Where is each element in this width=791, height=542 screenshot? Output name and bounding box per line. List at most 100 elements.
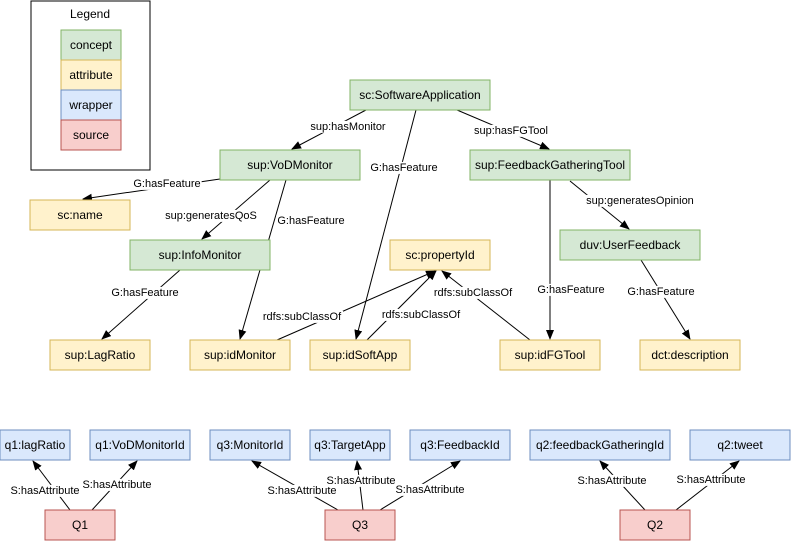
node-box-description (639, 339, 741, 371)
edge-label-q3-to-q3_feedback_id: S:hasAttribute (395, 484, 464, 496)
node-id-fg-tool[interactable]: sup:idFGTool (499, 339, 601, 371)
node-description[interactable]: dct:description (639, 339, 741, 371)
legend-swatch-concept (60, 29, 122, 61)
node-box-vod-monitor (219, 149, 361, 181)
node-label-feedback-tool: sup:FeedbackGatheringTool (475, 158, 625, 172)
legend-title: Legend (70, 7, 110, 21)
edge-label-bg (585, 194, 695, 207)
node-label-property-id: sc:propertyId (405, 248, 474, 262)
node-q2-tweet[interactable]: q2:tweet (689, 429, 791, 461)
node-q1[interactable]: Q1 (44, 509, 116, 541)
node-label-id-fg-tool: sup:idFGTool (515, 348, 586, 362)
edge-software_app-to-id_soft_app (354, 109, 417, 340)
edge-label-bg (164, 209, 258, 222)
edge-label-bg (81, 478, 153, 491)
node-label-q3-monitor-id: q3:MonitorId (217, 438, 284, 452)
node-label-id-monitor: sup:idMonitor (204, 348, 276, 362)
node-box-info-monitor (129, 239, 271, 271)
edge-label-vod_monitor-to-info_monitor: sup:generatesQoS (165, 210, 257, 222)
legend-label-source: source (73, 128, 109, 142)
node-label-q3-feedback-id: q3:FeedbackId (420, 438, 499, 452)
legend: Legend concept attribute wrapper source (30, 0, 151, 171)
node-box-q2 (619, 509, 691, 541)
edge-label-bg (626, 285, 696, 298)
edge-label-q3-to-q3_monitor_id: S:hasAttribute (267, 485, 336, 497)
edge-label-feedback_tool-to-id_fg_tool: G:hasFeature (537, 284, 604, 296)
node-label-q3-target-app: q3:TargetApp (314, 438, 386, 452)
node-info-monitor[interactable]: sup:InfoMonitor (129, 239, 271, 271)
node-vod-monitor[interactable]: sup:VoDMonitor (219, 149, 361, 181)
node-id-monitor[interactable]: sup:idMonitor (189, 339, 291, 371)
node-q1-lag-ratio[interactable]: q1:lagRatio (0, 429, 71, 461)
edge-label-bg (9, 484, 81, 497)
node-q3-target-app[interactable]: q3:TargetApp (309, 429, 391, 461)
node-feedback-tool[interactable]: sup:FeedbackGatheringTool (469, 149, 631, 181)
edge-label-user_feedback-to-description: G:hasFeature (627, 286, 694, 298)
node-software-app[interactable]: sc:SoftwareApplication (349, 79, 491, 111)
node-box-q3-target-app (309, 429, 391, 461)
node-label-lag-ratio: sup:LagRatio (65, 348, 136, 362)
node-box-q1 (44, 509, 116, 541)
node-box-feedback-tool (469, 149, 631, 181)
node-q2[interactable]: Q2 (619, 509, 691, 541)
edge-id_monitor-to-property_id (276, 270, 436, 341)
node-box-software-app (349, 79, 491, 111)
edge-label-bg (675, 473, 747, 486)
node-user-feedback[interactable]: duv:UserFeedback (559, 229, 701, 261)
node-lag-ratio[interactable]: sup:LagRatio (49, 339, 151, 371)
edges-layer (32, 109, 740, 511)
edge-label-vod_monitor-to-name: G:hasFeature (133, 178, 200, 190)
edge-label-bg (266, 484, 338, 497)
edge-label-feedback_tool-to-user_feedback: sup:generatesOpinion (586, 195, 694, 207)
node-property-id[interactable]: sc:propertyId (389, 239, 491, 271)
edge-label-bg (432, 286, 515, 299)
edge-label-q1-to-q1_vod_monitor_id: S:hasAttribute (82, 479, 151, 491)
edge-label-bg (309, 120, 387, 133)
node-label-name: sc:name (57, 208, 103, 222)
edge-label-bg (132, 177, 202, 190)
node-label-q1: Q1 (72, 518, 88, 532)
node-id-soft-app[interactable]: sup:idSoftApp (309, 339, 411, 371)
node-box-id-monitor (189, 339, 291, 371)
node-q1-vod-monitor-id[interactable]: q1:VoDMonitorId (89, 429, 191, 461)
node-box-user-feedback (559, 229, 701, 261)
legend-swatch-wrapper (60, 89, 122, 121)
edge-label-bg (473, 124, 549, 137)
node-label-description: dct:description (651, 348, 728, 362)
legend-item-concept: concept (60, 29, 122, 61)
node-box-q3-monitor-id (209, 429, 291, 461)
edge-label-q1-to-q1_lag_ratio: S:hasAttribute (10, 485, 79, 497)
edge-label-software_app-to-vod_monitor: sup:hasMonitor (310, 121, 386, 133)
node-box-q1-lag-ratio (0, 429, 71, 461)
node-label-q2-feedback-gathering-id: q2:feedbackGatheringId (536, 438, 664, 452)
node-box-property-id (389, 239, 491, 271)
edge-label-info_monitor-to-lag_ratio: G:hasFeature (111, 287, 178, 299)
node-box-q2-feedback-gathering-id (529, 429, 671, 461)
edge-id_fg_tool-to-property_id (441, 270, 531, 341)
node-box-id-soft-app (309, 339, 411, 371)
legend-items: concept attribute wrapper source (60, 29, 122, 151)
edge-label-vod_monitor-to-id_monitor: G:hasFeature (277, 215, 344, 227)
node-q3-monitor-id[interactable]: q3:MonitorId (209, 429, 291, 461)
node-q2-feedback-gathering-id[interactable]: q2:feedbackGatheringId (529, 429, 671, 461)
edge-label-bg (369, 161, 439, 174)
edge-label-bg (261, 310, 344, 323)
node-q3-feedback-id[interactable]: q3:FeedbackId (409, 429, 511, 461)
node-label-q1-vod-monitor-id: q1:VoDMonitorId (95, 438, 184, 452)
node-box-q3-feedback-id (409, 429, 511, 461)
legend-swatch-source (60, 119, 122, 151)
node-q3[interactable]: Q3 (324, 509, 396, 541)
edge-label-bg (110, 286, 180, 299)
node-name[interactable]: sc:name (29, 199, 131, 231)
edge-label-id_monitor-to-property_id: rdfs:subClassOf (263, 311, 342, 323)
legend-label-attribute: attribute (69, 68, 113, 82)
edge-label-bg (380, 308, 463, 321)
edge-info_monitor-to-lag_ratio (101, 269, 181, 340)
edge-vod_monitor-to-info_monitor (201, 179, 271, 240)
node-box-name (29, 199, 131, 231)
edge-label-bg (576, 474, 648, 487)
legend-item-wrapper: wrapper (60, 89, 122, 121)
